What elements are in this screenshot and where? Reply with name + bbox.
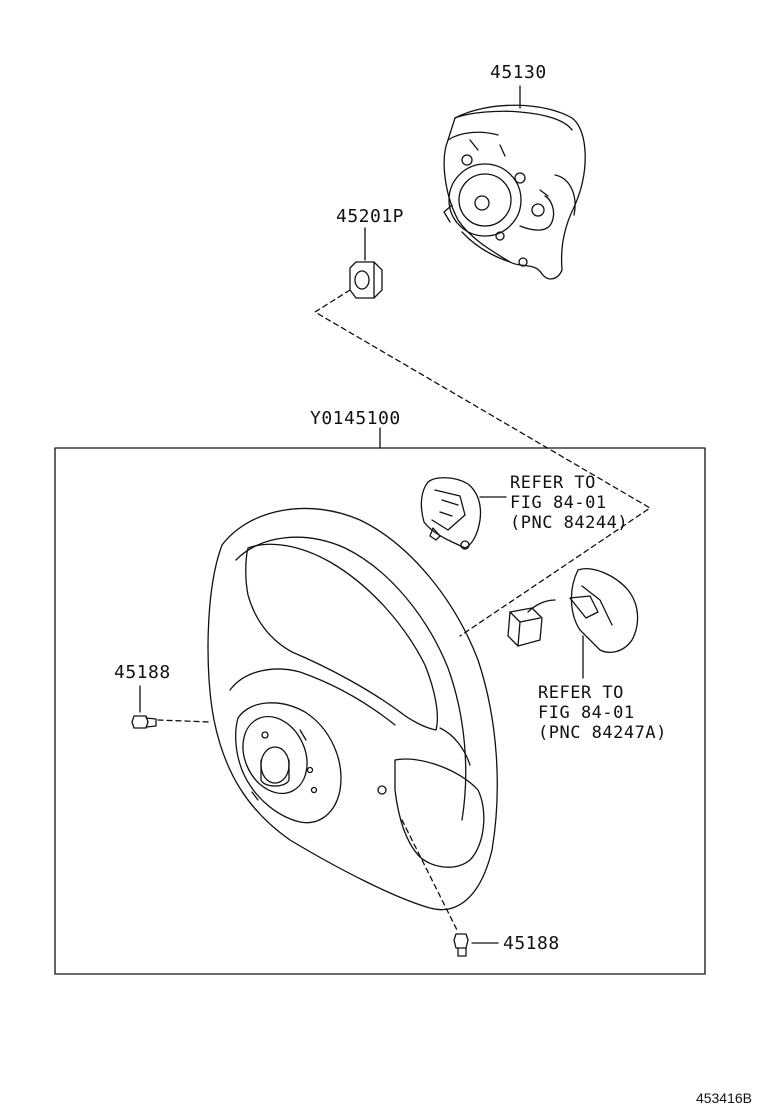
dashed-leaders	[158, 290, 650, 932]
assembly-box	[55, 428, 705, 974]
part-number-screw-bottom: 45188	[503, 933, 560, 954]
lower-switch-ref-line-2: FIG 84-01	[538, 703, 635, 723]
nut-drawing	[350, 228, 382, 298]
lower-switch-ref-line-1: REFER TO	[538, 683, 624, 703]
lower-switch-ref-line-3: (PNC 84247A)	[538, 723, 667, 743]
upper-switch-ref-line-1: REFER TO	[510, 473, 596, 493]
upper-switch-ref-line-3: (PNC 84244)	[510, 513, 629, 533]
screw-bottom-drawing	[454, 934, 498, 956]
part-number-45201p: 45201P	[336, 206, 405, 227]
screw-left-drawing	[132, 686, 156, 728]
figure-id: 453416B	[695, 1090, 752, 1106]
steering-wheel-drawing	[208, 508, 497, 909]
lower-switch-drawing	[508, 569, 638, 678]
upper-switch-drawing	[421, 478, 506, 549]
part-number-screw-left: 45188	[114, 662, 171, 683]
part-number-wheel: Y0145100	[310, 408, 401, 429]
upper-switch-ref-line-2: FIG 84-01	[510, 493, 607, 513]
airbag-assembly-drawing	[444, 86, 585, 279]
part-number-45130: 45130	[490, 62, 547, 83]
